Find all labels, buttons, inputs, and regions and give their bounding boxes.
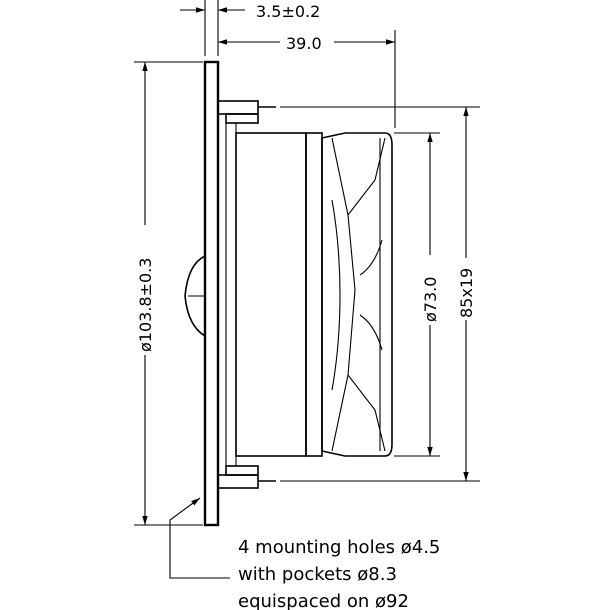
dim-rear-size-label: 85x19: [457, 268, 476, 318]
dim-basket-diameter: ø73.0: [394, 132, 442, 457]
dim-flange-diameter: ø103.8±0.3: [134, 61, 203, 526]
note-line-3: equispaced on ø92: [238, 591, 409, 610]
dim-basket-diameter-label: ø73.0: [421, 277, 440, 322]
flange: [203, 60, 220, 527]
dim-depth: 39.0: [218, 30, 396, 128]
dim-flange-thickness: 3.5±0.2: [180, 0, 320, 56]
dim-rear-size: 85x19: [280, 106, 480, 482]
note-line-2: with pockets ø8.3: [238, 564, 397, 585]
dim-depth-label: 39.0: [286, 34, 322, 53]
dim-flange-diameter-label: ø103.8±0.3: [136, 258, 155, 352]
dim-flange-thickness-label: 3.5±0.2: [256, 2, 320, 21]
mounting-note: 4 mounting holes ø4.5 with pockets ø8.3 …: [238, 537, 440, 610]
terminal-bottom: [217, 465, 276, 489]
mounting-hole-leader: [169, 497, 230, 579]
note-line-1: 4 mounting holes ø4.5: [238, 537, 440, 558]
front-body: [225, 122, 307, 467]
dome: [184, 255, 206, 337]
terminal-top: [217, 100, 276, 124]
motor-heatsink: [305, 132, 393, 457]
